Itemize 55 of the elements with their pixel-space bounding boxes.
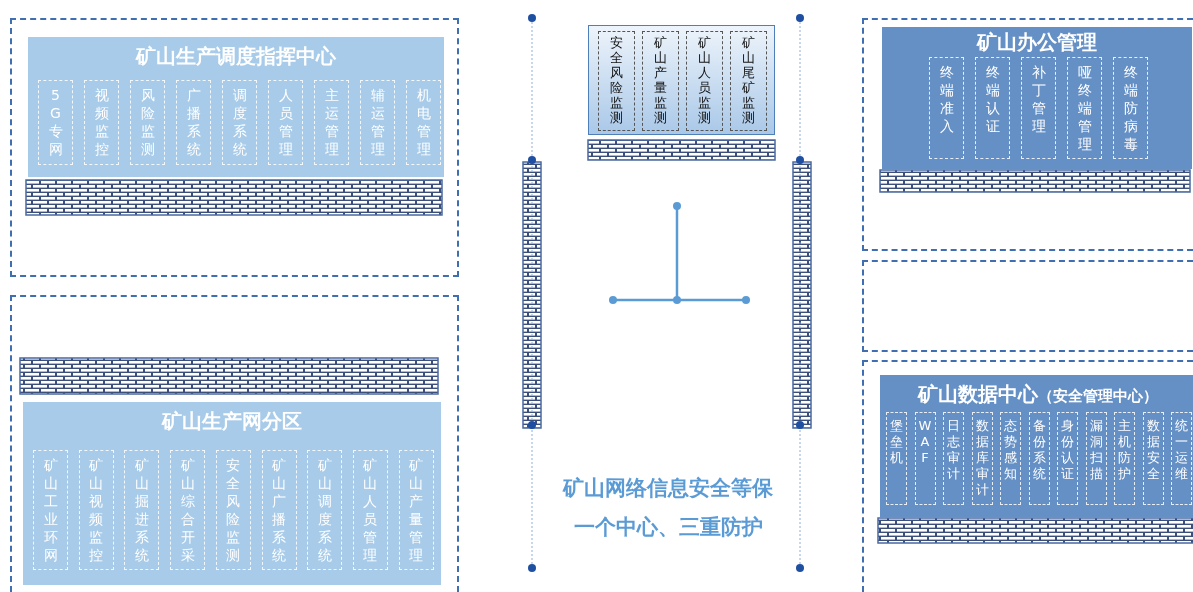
module-box: WAF — [914, 412, 936, 505]
slogan-text: 一个中心、三重防护 — [572, 514, 764, 541]
module-box: 矿山综合开采 — [170, 450, 206, 570]
module-box: 矿山尾矿监测 — [730, 31, 767, 131]
zone-panel — [880, 375, 1193, 517]
module-box: 调度系统 — [222, 80, 257, 165]
zone-frame — [862, 18, 1193, 251]
zone-frame — [862, 260, 1193, 352]
module-box: 矿山人员管理 — [352, 450, 388, 570]
module-box: 终端准入 — [929, 57, 964, 159]
module-box: 主机防护 — [1114, 412, 1135, 505]
module-box: 矿山工业环网 — [33, 450, 68, 570]
module-box: 矿山产量监测 — [642, 31, 679, 131]
panel-title: 矿山生产网分区 — [162, 409, 302, 433]
panel-title: 矿山办公管理 — [977, 30, 1097, 54]
zone-panel — [23, 402, 441, 585]
module-box: 矿山掘进系统 — [124, 450, 160, 570]
module-box: 风险监测 — [130, 80, 165, 165]
module-box: 补丁管理 — [1021, 57, 1056, 159]
module-box: 安全风险监测 — [215, 450, 251, 570]
module-box: 态势感知 — [1000, 412, 1021, 505]
module-box: 广播系统 — [176, 80, 211, 165]
slogan-text: 矿山网络信息安全等保 — [561, 475, 774, 502]
module-box: 矿山人员监测 — [686, 31, 723, 131]
module-box: 矿山调度系统 — [307, 450, 343, 570]
zone-frame — [10, 18, 459, 277]
module-box: 数据安全 — [1142, 412, 1164, 505]
module-box: 矿山产量管理 — [398, 450, 434, 570]
module-box: 身份认证 — [1057, 412, 1078, 505]
module-box: 堡垒机 — [886, 412, 907, 505]
module-box: 机电管理 — [406, 80, 441, 165]
module-box: 漏洞扫描 — [1085, 412, 1107, 505]
module-box: 统一运维 — [1171, 412, 1192, 505]
zone-frame — [10, 295, 459, 592]
module-box: 终端防病毒 — [1113, 57, 1148, 159]
module-box: 日志审计 — [943, 412, 964, 505]
zone-panel — [882, 27, 1192, 169]
module-box: 主运管理 — [314, 80, 349, 165]
monitor-panel — [588, 25, 775, 135]
panel-title: 矿山生产调度指挥中心 — [136, 44, 336, 68]
zone-frame — [862, 360, 1193, 592]
panel-subtitle: （安全管理中心） — [1037, 387, 1158, 405]
module-box: 辅运管理 — [360, 80, 395, 165]
module-box: 人员管理 — [268, 80, 303, 165]
module-box: 矿山广播系统 — [261, 450, 297, 570]
module-box: 5G专网 — [38, 80, 73, 165]
module-box: 视频监控 — [84, 80, 119, 165]
zone-panel — [28, 37, 444, 177]
module-box: 哑终端管理 — [1067, 57, 1102, 159]
module-box: 矿山视频监控 — [78, 450, 114, 570]
module-box: 终端认证 — [975, 57, 1010, 159]
panel-title: 矿山数据中心 — [917, 382, 1038, 406]
module-box: 数据库审计 — [971, 412, 993, 505]
module-box: 安全风险监测 — [598, 31, 635, 131]
module-box: 备份系统 — [1028, 412, 1050, 505]
